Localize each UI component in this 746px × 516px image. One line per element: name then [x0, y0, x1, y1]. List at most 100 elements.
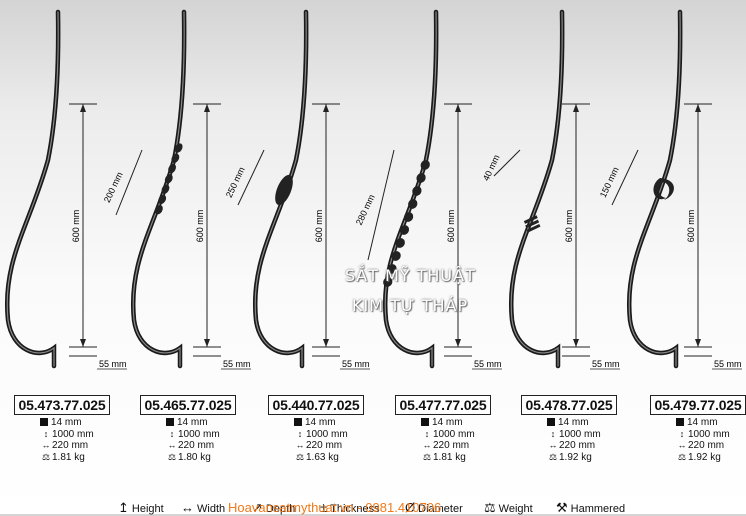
dim-decor-label: 200 mm	[102, 170, 125, 204]
spec-thickness: 14 mm	[547, 417, 637, 429]
spec-height: ↕1000 mm	[547, 429, 637, 441]
spec-weight: ⚖1.81 kg	[422, 451, 466, 463]
spec-width: ↔220 mm	[295, 440, 343, 451]
dim-foot-label: 55 mm	[99, 359, 127, 369]
height-icon: ↕	[297, 428, 303, 439]
product-specs: 14 mm↕1000 mm↔220 mm⚖1.80 kg	[166, 417, 256, 463]
spec-width: ↔220 mm	[677, 440, 725, 451]
width-icon: ↔	[167, 440, 177, 450]
weight-icon: ⚖	[422, 451, 432, 462]
product-specs: 14 mm↕1000 mm↔220 mm⚖1.92 kg	[676, 417, 746, 463]
diameter-icon: Ø	[405, 500, 416, 515]
spec-width: ↔220 mm	[167, 440, 215, 451]
product-specs: 14 mm↕1000 mm↔220 mm⚖1.92 kg	[547, 417, 637, 463]
dim-main-label: 600 mm	[195, 210, 205, 243]
dim-main-label: 600 mm	[686, 210, 696, 243]
weight-icon: ⚖	[167, 451, 177, 462]
weight-icon: ⚖	[41, 451, 51, 462]
spec-width: ↔220 mm	[548, 440, 596, 451]
thickness-square-icon	[166, 418, 174, 426]
product-code: 05.473.77.025	[14, 395, 110, 415]
spec-thickness: 14 mm	[676, 417, 746, 429]
spec-thickness: 14 mm	[40, 417, 130, 429]
spec-height: ↕1000 mm	[40, 429, 130, 441]
legend-width: ↔Width	[181, 500, 226, 515]
hammered-icon: ⚒	[556, 500, 568, 515]
width-icon: ↔	[677, 440, 687, 450]
height-icon: ↕	[169, 428, 175, 439]
dim-main-label: 600 mm	[564, 210, 574, 243]
product-specs: 14 mm↕1000 mm↔220 mm⚖1.63 kg	[294, 417, 384, 463]
product-specs: 14 mm↕1000 mm↔220 mm⚖1.81 kg	[40, 417, 130, 463]
spec-weight: ⚖1.92 kg	[548, 451, 592, 463]
spec-height: ↕1000 mm	[421, 429, 511, 441]
product-code: 05.479.77.025	[650, 395, 746, 415]
watermark-line2: KIM TỰ THÁP	[352, 296, 469, 315]
dim-foot-label: 55 mm	[342, 359, 370, 369]
thickness-square-icon	[40, 418, 48, 426]
dim-foot-label: 55 mm	[592, 359, 620, 369]
spec-weight: ⚖1.80 kg	[167, 451, 211, 463]
spec-width: ↔220 mm	[41, 440, 89, 451]
product-code: 05.477.77.025	[395, 395, 491, 415]
height-icon: ↕	[43, 428, 49, 439]
width-icon: ↔	[181, 500, 194, 515]
spec-height: ↕1000 mm	[676, 429, 746, 441]
weight-icon: ⚖	[295, 451, 305, 462]
spec-thickness: 14 mm	[421, 417, 511, 429]
spec-weight: ⚖1.63 kg	[295, 451, 339, 463]
dim-decor-label: 280 mm	[354, 193, 377, 227]
spec-height: ↕1000 mm	[166, 429, 256, 441]
dim-main-label: 600 mm	[71, 210, 81, 243]
dim-main-label: 600 mm	[314, 210, 324, 243]
thickness-square-icon	[676, 418, 684, 426]
dimension-lines: 600 mm 55 mm 40 mm	[481, 103, 620, 370]
footer-url: Hoavansatmythuat.vn - 0981.410706	[228, 500, 442, 515]
width-icon: ↔	[548, 440, 558, 450]
legend-height: ↥Height	[118, 500, 164, 515]
width-icon: ↔	[41, 440, 51, 450]
dim-foot-label: 55 mm	[223, 359, 251, 369]
spec-thickness: 14 mm	[166, 417, 256, 429]
legend-hammered: ⚒Hammered	[556, 500, 626, 515]
legend-thickness: ±Thickness	[320, 500, 380, 515]
watermark-line1: SẮT MỸ THUẬT	[345, 266, 476, 285]
height-icon: ↕	[679, 428, 685, 439]
dim-decor-label: 40 mm	[481, 153, 502, 182]
dim-foot-label: 55 mm	[474, 359, 502, 369]
height-icon: ↕	[424, 428, 430, 439]
thickness-square-icon	[547, 418, 555, 426]
thickness-square-icon	[294, 418, 302, 426]
height-icon: ↥	[118, 500, 129, 515]
spec-weight: ⚖1.81 kg	[41, 451, 85, 463]
product-code: 05.478.77.025	[521, 395, 617, 415]
depth-icon: ↗	[252, 500, 263, 515]
product-specs: 14 mm↕1000 mm↔220 mm⚖1.81 kg	[421, 417, 511, 463]
legend-depth: ↗Depth	[252, 500, 296, 515]
dim-main-label: 600 mm	[446, 210, 456, 243]
thickness-icon: ±	[320, 500, 328, 515]
spec-height: ↕1000 mm	[294, 429, 384, 441]
dimension-lines: 600 mm 55 mm	[69, 103, 127, 370]
weight-icon: ⚖	[548, 451, 558, 462]
weight-icon: ⚖	[484, 500, 496, 515]
width-icon: ↔	[295, 440, 305, 450]
baluster-4: 600 mm 55 mm 280 mm	[354, 9, 502, 370]
width-icon: ↔	[422, 440, 432, 450]
product-code: 05.465.77.025	[140, 395, 236, 415]
thickness-square-icon	[421, 418, 429, 426]
weight-icon: ⚖	[677, 451, 687, 462]
product-code: 05.440.77.025	[268, 395, 364, 415]
dim-foot-label: 55 mm	[714, 359, 742, 369]
baluster-1: 600 mm 55 mm	[4, 9, 127, 370]
spec-thickness: 14 mm	[294, 417, 384, 429]
spec-weight: ⚖1.92 kg	[677, 451, 721, 463]
legend-weight: ⚖Weight	[484, 500, 533, 515]
height-icon: ↕	[550, 428, 556, 439]
